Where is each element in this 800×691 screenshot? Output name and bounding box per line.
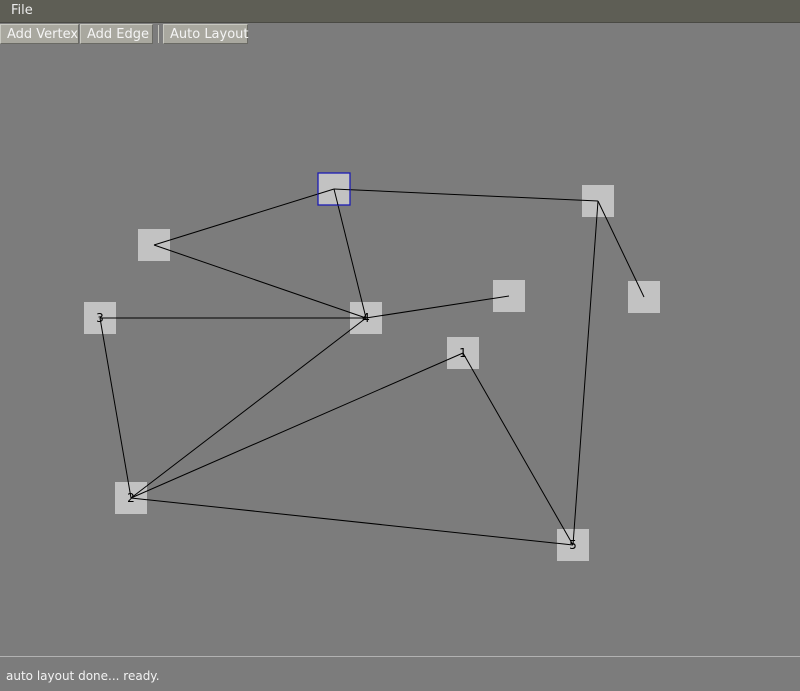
edge-stub: [635, 280, 645, 298]
edge-stub: [365, 315, 383, 319]
edge-stub: [597, 200, 607, 218]
edge-stub: [153, 244, 171, 251]
auto-layout-button[interactable]: Auto Layout: [163, 24, 249, 44]
edge-1-5[interactable]: [462, 352, 574, 546]
edge-2-5[interactable]: [130, 497, 574, 546]
toolbar: Add Vertex Add Edge Auto Layout: [0, 23, 800, 45]
add-vertex-button[interactable]: Add Vertex: [0, 24, 79, 44]
edge-stub: [99, 317, 104, 335]
edge-stub: [462, 352, 473, 370]
edge-stub: [333, 188, 351, 191]
menu-bar: File: [0, 0, 800, 23]
toolbar-separator: [158, 25, 159, 43]
add-edge-button[interactable]: Add Edge: [80, 24, 153, 44]
edge-stub: [596, 200, 599, 218]
edge-stub: [556, 542, 574, 546]
edge-stub: [572, 528, 575, 546]
edge-stub: [130, 490, 148, 499]
edge-stub: [563, 528, 574, 546]
menu-file[interactable]: File: [11, 3, 33, 18]
edge-top-4[interactable]: [333, 188, 367, 319]
edge-stub: [130, 485, 148, 499]
edge-overlay: [99, 188, 645, 546]
edge-left-4[interactable]: [153, 244, 367, 319]
edge-stub: [492, 295, 510, 299]
status-text: auto layout done... ready.: [6, 669, 160, 683]
edge-3-2[interactable]: [99, 317, 132, 499]
edge-top-right-5[interactable]: [572, 200, 599, 546]
edge-stub: [349, 312, 367, 319]
edge-4-2[interactable]: [130, 317, 367, 499]
edge-stub: [317, 188, 335, 195]
status-bar: auto layout done... ready.: [0, 656, 800, 691]
edge-stub: [361, 301, 367, 319]
edges-layer: [99, 188, 645, 546]
edge-stub: [127, 481, 132, 499]
edge-top-top-right[interactable]: [333, 188, 599, 202]
edge-top-left[interactable]: [153, 188, 335, 246]
edge-stub: [333, 188, 339, 206]
edge-stub: [446, 352, 464, 361]
edge-stub: [130, 497, 148, 501]
edge-stub: [153, 239, 171, 246]
edge-stub: [581, 199, 599, 202]
edge-4-mid-right[interactable]: [365, 295, 510, 319]
edge-stub: [349, 317, 367, 331]
edge-1-2[interactable]: [130, 352, 464, 499]
